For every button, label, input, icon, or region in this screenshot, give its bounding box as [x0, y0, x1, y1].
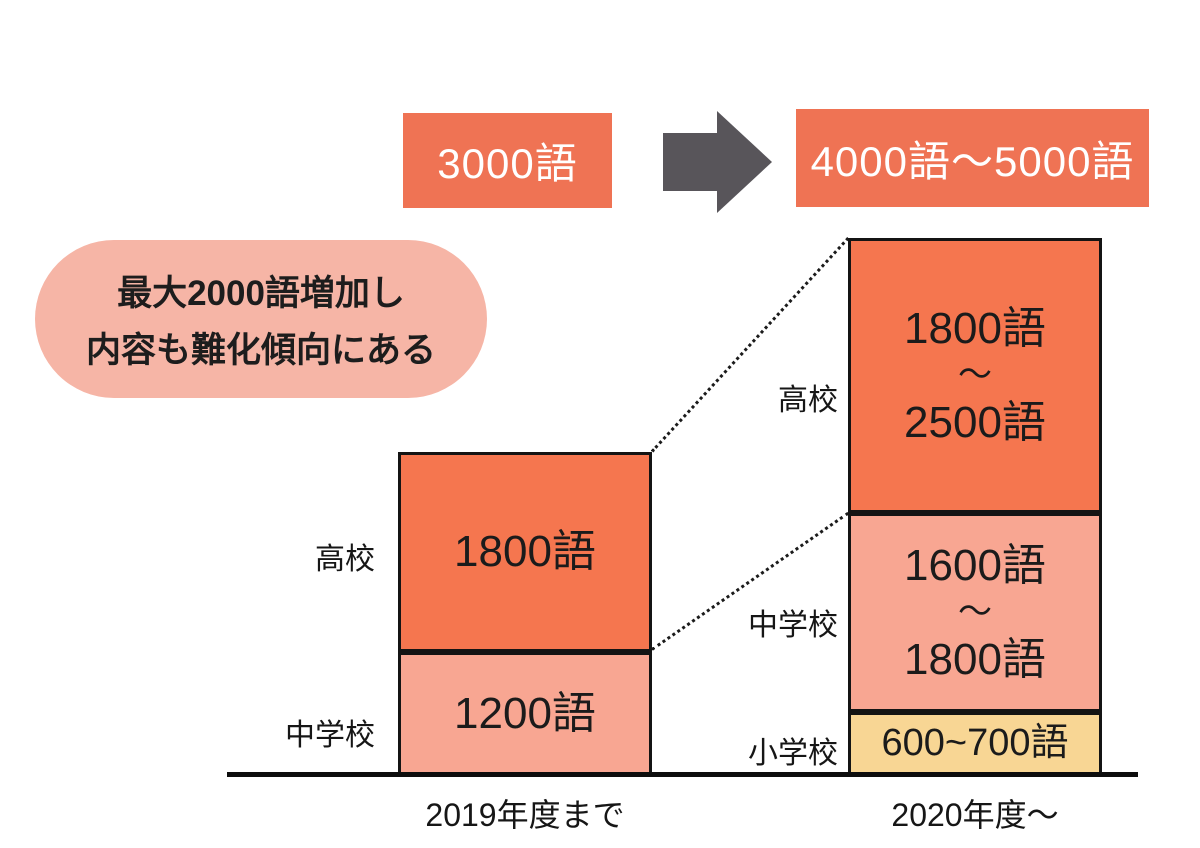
- left-juniorhigh-label: 中学校: [285, 719, 375, 752]
- total-before-label: 3000語: [437, 140, 578, 187]
- connector-top-dotted-line: [650, 237, 850, 453]
- right-elementary-label: 小学校: [748, 737, 838, 770]
- bar-2020-elementary: 600~700語: [848, 712, 1102, 775]
- axis-baseline: [227, 772, 1138, 777]
- bar-2019-highschool-value: 1800語: [454, 527, 596, 577]
- bar-2020-juniorhigh-tilde: ～: [958, 592, 992, 631]
- bar-2020-juniorhigh: 1600語 ～ 1800語: [848, 513, 1102, 712]
- bar-2020-highschool: 1800語 ～ 2500語: [848, 238, 1102, 513]
- total-after-label: 4000語～5000語: [810, 137, 1135, 185]
- category-label-2020: 2020年度～: [891, 797, 1059, 833]
- right-arrow-icon-head: [717, 111, 772, 213]
- right-juniorhigh-label: 中学校: [748, 609, 838, 642]
- bar-2019-highschool: 1800語: [398, 452, 652, 652]
- bar-2020-highschool-tilde: ～: [958, 355, 992, 394]
- category-label-2019: 2019年度まで: [425, 797, 625, 833]
- bar-2019-juniorhigh-value: 1200語: [454, 688, 596, 738]
- bar-2020-juniorhigh-min: 1600語: [904, 540, 1046, 590]
- total-before-box: 3000語: [403, 113, 612, 208]
- bar-2020-highschool-max: 2500語: [904, 398, 1046, 448]
- callout-bubble: 最大2000語増加し 内容も難化傾向にある: [35, 240, 487, 398]
- left-highschool-label: 高校: [315, 543, 375, 576]
- total-after-box: 4000語～5000語: [796, 109, 1149, 207]
- right-highschool-label: 高校: [778, 384, 838, 417]
- bar-2020-elementary-value: 600~700語: [881, 721, 1069, 764]
- bar-2020-highschool-min: 1800語: [904, 303, 1046, 353]
- bar-2020-juniorhigh-max: 1800語: [904, 635, 1046, 685]
- callout-line-2: 内容も難化傾向にある: [85, 331, 436, 370]
- callout-line-1: 最大2000語増加し: [117, 274, 405, 313]
- right-arrow-icon: [663, 133, 717, 191]
- bar-2019-juniorhigh: 1200語: [398, 652, 652, 775]
